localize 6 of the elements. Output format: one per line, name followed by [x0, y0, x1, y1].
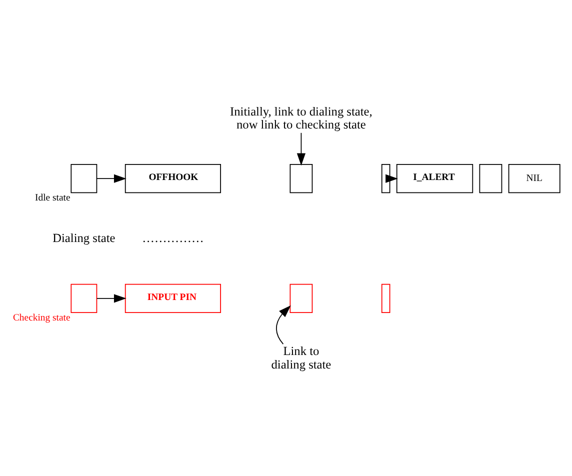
node-label: Idle state: [35, 192, 70, 203]
node-label: Checking state: [12, 312, 70, 323]
node-text: Link to dialing state: [271, 344, 332, 371]
label: ……………: [142, 230, 204, 244]
label: Dialing state: [52, 230, 116, 244]
node-text: Initially, link to dialing state, now link to checking state: [230, 104, 372, 131]
